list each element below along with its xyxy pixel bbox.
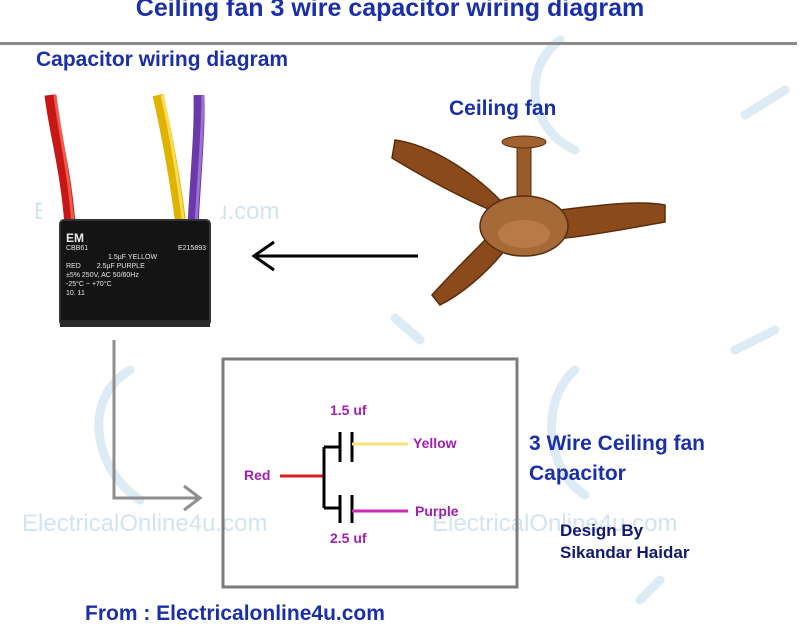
fan-section-title: Ceiling fan (449, 97, 557, 120)
capacitor-caption-line1: 3 Wire Ceiling fan (529, 432, 706, 455)
red-wire (44, 94, 76, 226)
arrow-capacitor-to-schematic (112, 340, 203, 512)
watermark-2: ElectricalOnline4u.com (22, 510, 268, 537)
capacitor-wire-2: PURPLE (116, 263, 145, 270)
yellow-wire (152, 93, 187, 226)
capacitor-temp: -25°C ~ +70°C (66, 281, 112, 288)
page-title: Ceiling fan 3 wire capacitor wiring diag… (135, 0, 645, 22)
source-credit: From : Electricalonline4u.com (85, 602, 385, 625)
wire-2-label: Purple (415, 503, 459, 519)
watermark-3: ElectricalOnline4u.com (432, 510, 678, 537)
capacitor-common: RED (66, 263, 81, 270)
capacitor-section-title: Capacitor wiring diagram (36, 48, 289, 71)
purple-wire (187, 94, 205, 226)
cap-2-value: 2.5 uf (330, 530, 367, 546)
capacitor-cert: E215893 (177, 245, 206, 252)
schematic-circuit (280, 432, 408, 523)
wire-1-label: Yellow (413, 435, 457, 451)
arrow-fan-to-capacitor (251, 240, 418, 272)
capacitor-spec: ±5% 250V, AC 50/60Hz (66, 272, 139, 279)
capacitor-date: 10. 11 (66, 290, 85, 297)
capacitor-rating-2: 2.5µF (96, 263, 115, 270)
header-divider (0, 42, 797, 45)
schematic-frame (221, 357, 519, 589)
ceiling-fan-illustration (391, 135, 666, 306)
capacitor-model: CBB61 (66, 245, 89, 252)
cap-1-value: 1.5 uf (330, 402, 367, 418)
design-by-line1: Design By (560, 521, 644, 540)
capacitor-caption-line2: Capacitor (529, 462, 626, 485)
wire-common-label: Red (244, 467, 271, 483)
capacitor-brand: EM (66, 231, 84, 245)
design-by-line2: Sikandar Haidar (560, 543, 690, 562)
capacitor-label-text: EM CBB61 E215893 1.5µF YELLOW RED 2.5µF … (66, 232, 206, 298)
capacitor-wire-1: YELLOW (127, 254, 158, 261)
capacitor-photo (42, 92, 220, 330)
capacitor-rating-1: 1.5µF (108, 254, 127, 261)
